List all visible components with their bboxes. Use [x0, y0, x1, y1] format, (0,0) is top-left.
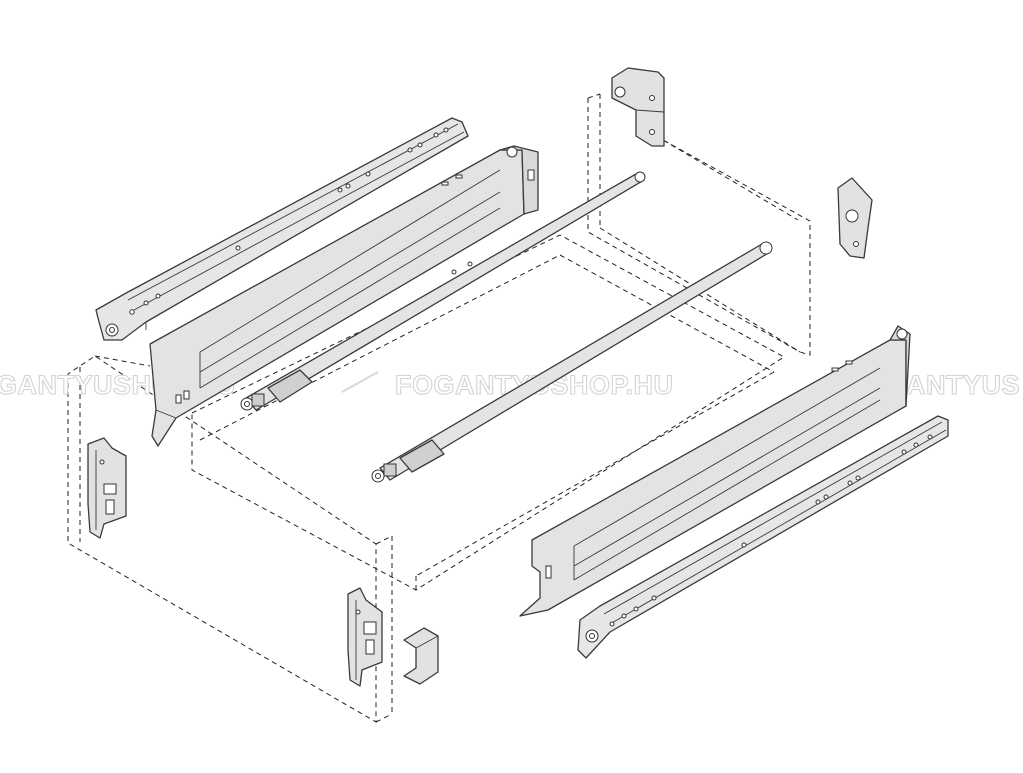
lower-gallery-rod — [371, 241, 773, 483]
small-clip — [403, 627, 439, 685]
upper-gallery-rod — [240, 171, 646, 411]
watermark-logo-mark — [341, 371, 379, 393]
rear-bracket-top — [611, 67, 665, 147]
left-runner-rail — [95, 117, 469, 341]
left-drawer-side — [149, 145, 539, 447]
right-runner-rail — [577, 415, 949, 659]
front-adapter-left — [87, 437, 127, 539]
right-drawer-side — [519, 325, 911, 617]
front-adapter-right — [347, 587, 383, 687]
rear-bracket-right — [837, 177, 873, 259]
